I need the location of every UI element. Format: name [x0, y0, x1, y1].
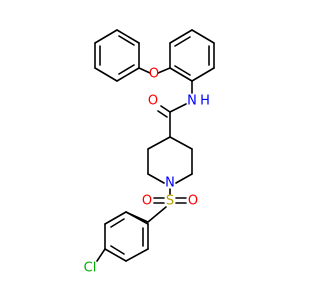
atom-label-sulfonyl-oxygen-left: O — [142, 194, 152, 209]
atom-label-carbonyl-oxygen: O — [148, 94, 158, 109]
atom-label-ether-oxygen: O — [149, 67, 159, 82]
atom-label-sulfur: S — [166, 194, 174, 209]
atom-label-sulfonyl-oxygen-right: O — [188, 194, 198, 209]
atom-labels: O N H O N S O O Cl — [84, 67, 210, 276]
bonds — [94, 29, 215, 262]
atom-label-piperidine-nitrogen: N — [165, 176, 175, 191]
molecule-structure: O N H O N S O O Cl — [84, 29, 215, 276]
atom-label-amide-hydrogen: H — [200, 94, 210, 109]
atom-label-chlorine: Cl — [84, 261, 97, 276]
atom-label-amide-nitrogen: N — [187, 94, 197, 109]
